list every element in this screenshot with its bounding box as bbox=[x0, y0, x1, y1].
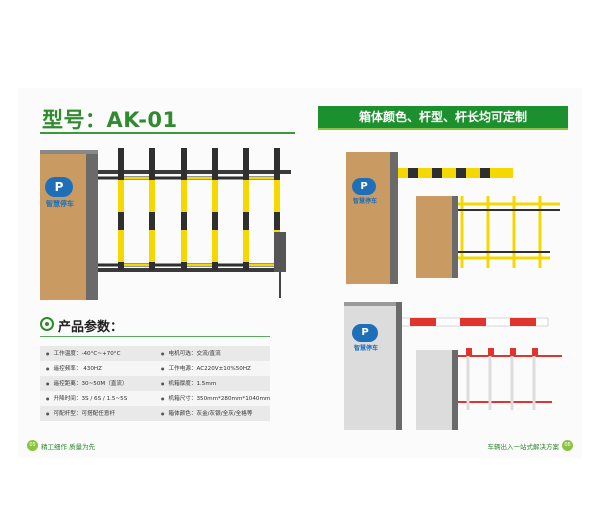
page-number-right: 06 bbox=[562, 440, 573, 451]
banner-underline bbox=[318, 128, 568, 130]
footer-right: 车辆出入一站式解决方案 06 bbox=[488, 440, 577, 451]
fence-pickets bbox=[118, 148, 280, 270]
product-image-red-barriers bbox=[344, 302, 562, 430]
param-cell: 工作温度：-40°C~+70°C bbox=[40, 346, 155, 361]
param-cell: 机箱尺寸：350mm*280mm*1040mm bbox=[155, 391, 271, 406]
brand-name-main: 智慧停车 bbox=[46, 200, 74, 208]
parameters-icon bbox=[40, 317, 54, 331]
parameters-table: 工作温度：-40°C~+70°C 电机可选：交流/直流 遥控频率： 430HZ … bbox=[40, 346, 270, 421]
model-title: 型号：AK-01 bbox=[42, 108, 178, 132]
param-cell: 机箱厚度：1.5mm bbox=[155, 376, 270, 391]
table-row: 遥控距离：30~50M（直流） 机箱厚度：1.5mm bbox=[40, 376, 270, 391]
model-title-underline bbox=[40, 132, 295, 134]
brand-name-gray: 智慧停车 bbox=[353, 345, 378, 352]
brand-logo-gray: P bbox=[352, 324, 378, 342]
page-number-left: 05 bbox=[27, 440, 38, 451]
customization-banner: 箱体颜色、杆型、杆长均可定制 bbox=[318, 106, 568, 128]
brand-name-gold: 智慧停车 bbox=[352, 198, 377, 205]
param-cell: 工作电源：AC220V±10%50HZ bbox=[155, 361, 270, 376]
param-cell: 箱体颜色：灰金/灰银/全灰/全格等 bbox=[155, 406, 270, 421]
table-row: 升降时间：3S / 6S / 1.5~5S 机箱尺寸：350mm*280mm*1… bbox=[40, 391, 270, 406]
product-image-ak01 bbox=[40, 148, 291, 300]
param-cell: 遥控距离：30~50M（直流） bbox=[40, 376, 155, 391]
table-row: 可配杆型：可搭配任意杆 箱体颜色：灰金/灰银/全灰/全格等 bbox=[40, 406, 270, 421]
param-cell: 遥控频率： 430HZ bbox=[40, 361, 155, 376]
table-row: 工作温度：-40°C~+70°C 电机可选：交流/直流 bbox=[40, 346, 270, 361]
param-cell: 电机可选：交流/直流 bbox=[155, 346, 270, 361]
parameters-title: 产品参数： bbox=[58, 320, 124, 335]
param-cell: 可配杆型：可搭配任意杆 bbox=[40, 406, 155, 421]
param-cell: 升降时间：3S / 6S / 1.5~5S bbox=[40, 391, 155, 406]
footer-left: 05 精工细作 质量为先 bbox=[24, 440, 95, 451]
product-image-yellow-barriers bbox=[346, 152, 560, 284]
footer-left-text: 精工细作 质量为先 bbox=[41, 442, 96, 451]
footer-right-text: 车辆出入一站式解决方案 bbox=[487, 442, 560, 451]
fence-arm bbox=[96, 170, 291, 272]
barrier-housing bbox=[40, 152, 86, 300]
brand-logo-main: P bbox=[45, 177, 73, 197]
brand-logo-gold: P bbox=[352, 178, 376, 195]
table-row: 遥控频率： 430HZ 工作电源：AC220V±10%50HZ bbox=[40, 361, 270, 376]
parameters-rule bbox=[40, 336, 270, 337]
